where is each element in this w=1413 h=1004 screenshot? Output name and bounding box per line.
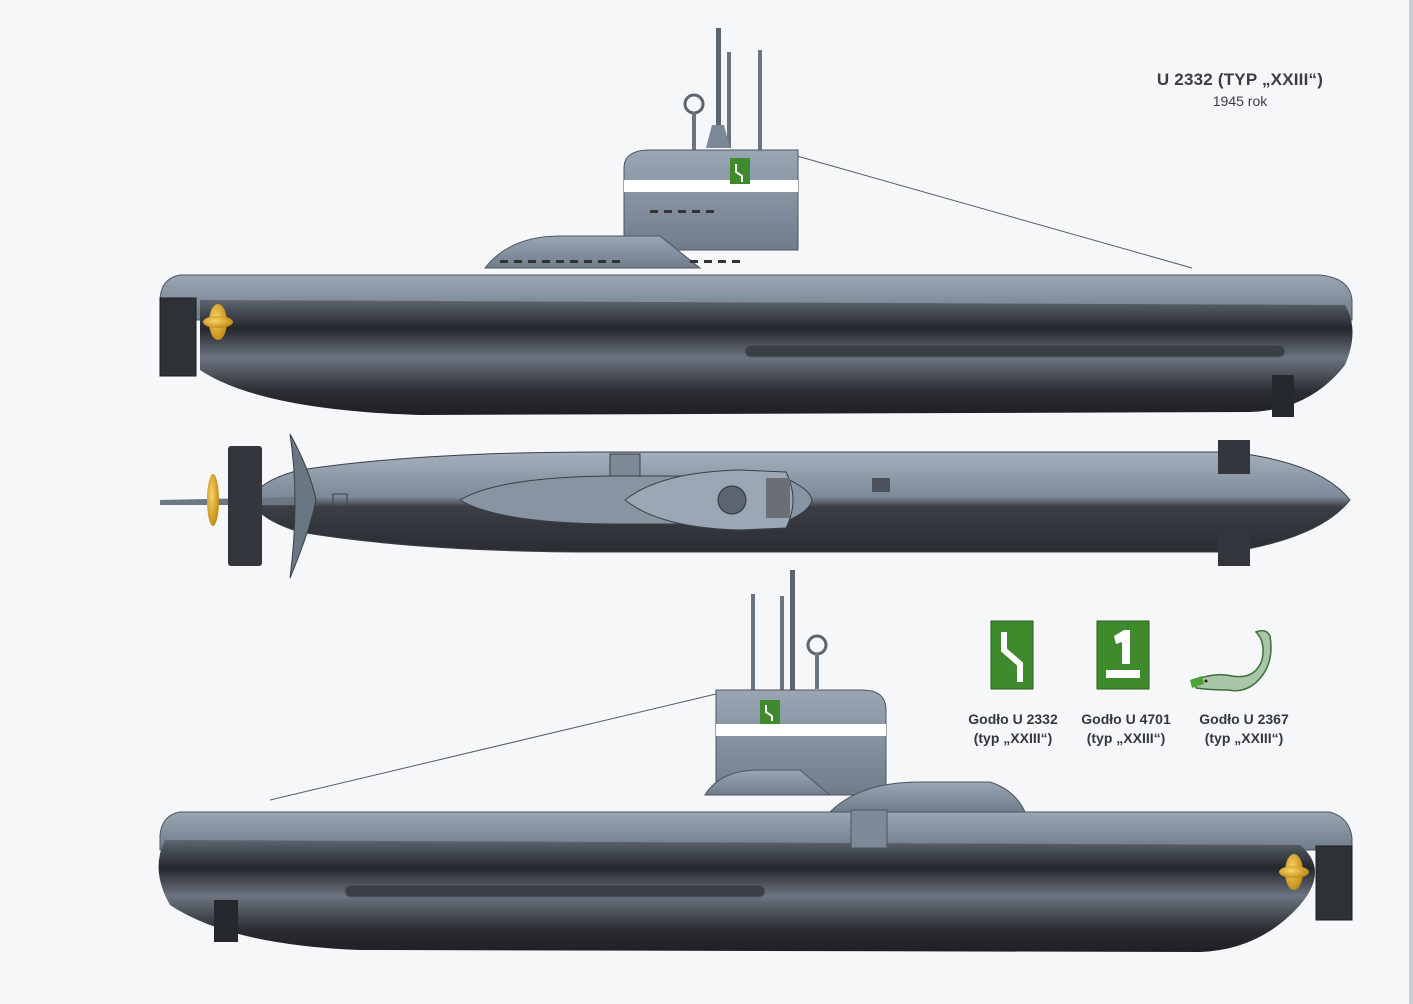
top-view xyxy=(160,433,1351,579)
scan-edge xyxy=(1409,0,1413,1004)
emblem-caption-u2367: Godło U 2367 (typ „XXIII“) xyxy=(1184,710,1304,748)
title-block: U 2332 (TYP „XXIII“) 1945 rok xyxy=(1130,70,1350,109)
emblem-name: Godło U 4701 xyxy=(1081,711,1171,727)
emblem-name: Godło U 2332 xyxy=(968,711,1058,727)
emblem-name: Godło U 2367 xyxy=(1199,711,1289,727)
page-subtitle-year: 1945 rok xyxy=(1212,93,1268,109)
side-view-top xyxy=(159,28,1353,417)
emblem-caption-u4701: Godło U 4701 (typ „XXIII“) xyxy=(1066,710,1186,748)
emblem-caption-u2332: Godło U 2332 (typ „XXIII“) xyxy=(953,710,1073,748)
emblem-type: (typ „XXIII“) xyxy=(1086,730,1166,746)
emblem-type: (typ „XXIII“) xyxy=(1204,730,1284,746)
page-title: U 2332 (TYP „XXIII“) xyxy=(1156,70,1324,89)
emblem-type: (typ „XXIII“) xyxy=(973,730,1053,746)
side-view-bottom xyxy=(158,570,1353,952)
